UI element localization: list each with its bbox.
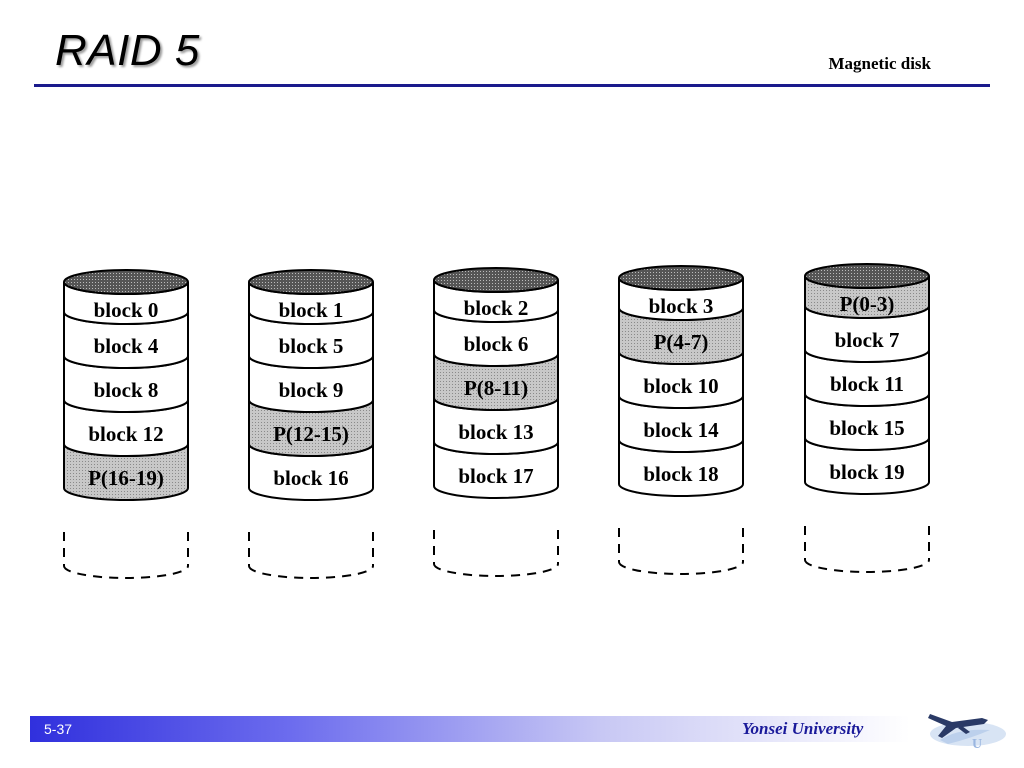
disk-1: block 1 block 5 block 9 P(12-15) block 16 <box>248 266 379 579</box>
block-label: block 12 <box>88 422 164 446</box>
parity-block-label: P(16-19) <box>88 466 164 490</box>
slide-title: RAID 5 <box>55 26 200 75</box>
block-label: block 4 <box>93 334 159 358</box>
footer-bar <box>30 716 910 742</box>
block-label: block 2 <box>463 296 529 320</box>
disk-top-cap <box>618 265 744 291</box>
parity-block-label: P(4-7) <box>653 330 709 354</box>
university-name: Yonsei University <box>742 719 864 738</box>
block-label: block 9 <box>278 378 344 402</box>
disk-top-cap <box>433 267 559 293</box>
disk-3: block 3 P(4-7) block 10 block 14 block 18 <box>618 262 749 575</box>
block-label: block 17 <box>458 464 534 488</box>
disk-0: block 0 block 4 block 8 block 12 P(16-19) <box>63 266 194 579</box>
svg-text:U: U <box>972 737 982 752</box>
block-label: block 5 <box>278 334 344 358</box>
block-label: block 7 <box>834 328 900 352</box>
block-label: block 11 <box>829 372 905 396</box>
block-label: block 18 <box>643 462 719 486</box>
airplane-logo-icon: U <box>912 704 1008 752</box>
disk-top-cap <box>63 269 189 295</box>
page-number: 5-37 <box>44 721 73 737</box>
block-label: block 15 <box>829 416 905 440</box>
block-label: block 14 <box>643 418 719 442</box>
title-divider <box>34 84 990 87</box>
block-label: block 6 <box>463 332 529 356</box>
slide-subtitle: Magnetic disk <box>828 54 931 73</box>
block-label: block 3 <box>648 294 714 318</box>
disk-2: block 2 block 6 P(8-11) block 13 block 17 <box>433 264 564 577</box>
block-label: block 16 <box>273 466 349 490</box>
parity-block-label: P(8-11) <box>463 376 529 400</box>
parity-block-label: P(12-15) <box>273 422 349 446</box>
block-label: block 8 <box>93 378 159 402</box>
disk-top-cap <box>804 263 930 289</box>
disk-4: P(0-3) block 7 block 11 block 15 block 19 <box>804 260 935 573</box>
block-label: block 10 <box>643 374 719 398</box>
block-label: block 1 <box>278 298 344 322</box>
disk-top-cap <box>248 269 374 295</box>
block-label: block 13 <box>458 420 534 444</box>
block-label: block 0 <box>93 298 159 322</box>
block-label: block 19 <box>829 460 905 484</box>
parity-block-label: P(0-3) <box>839 292 895 316</box>
